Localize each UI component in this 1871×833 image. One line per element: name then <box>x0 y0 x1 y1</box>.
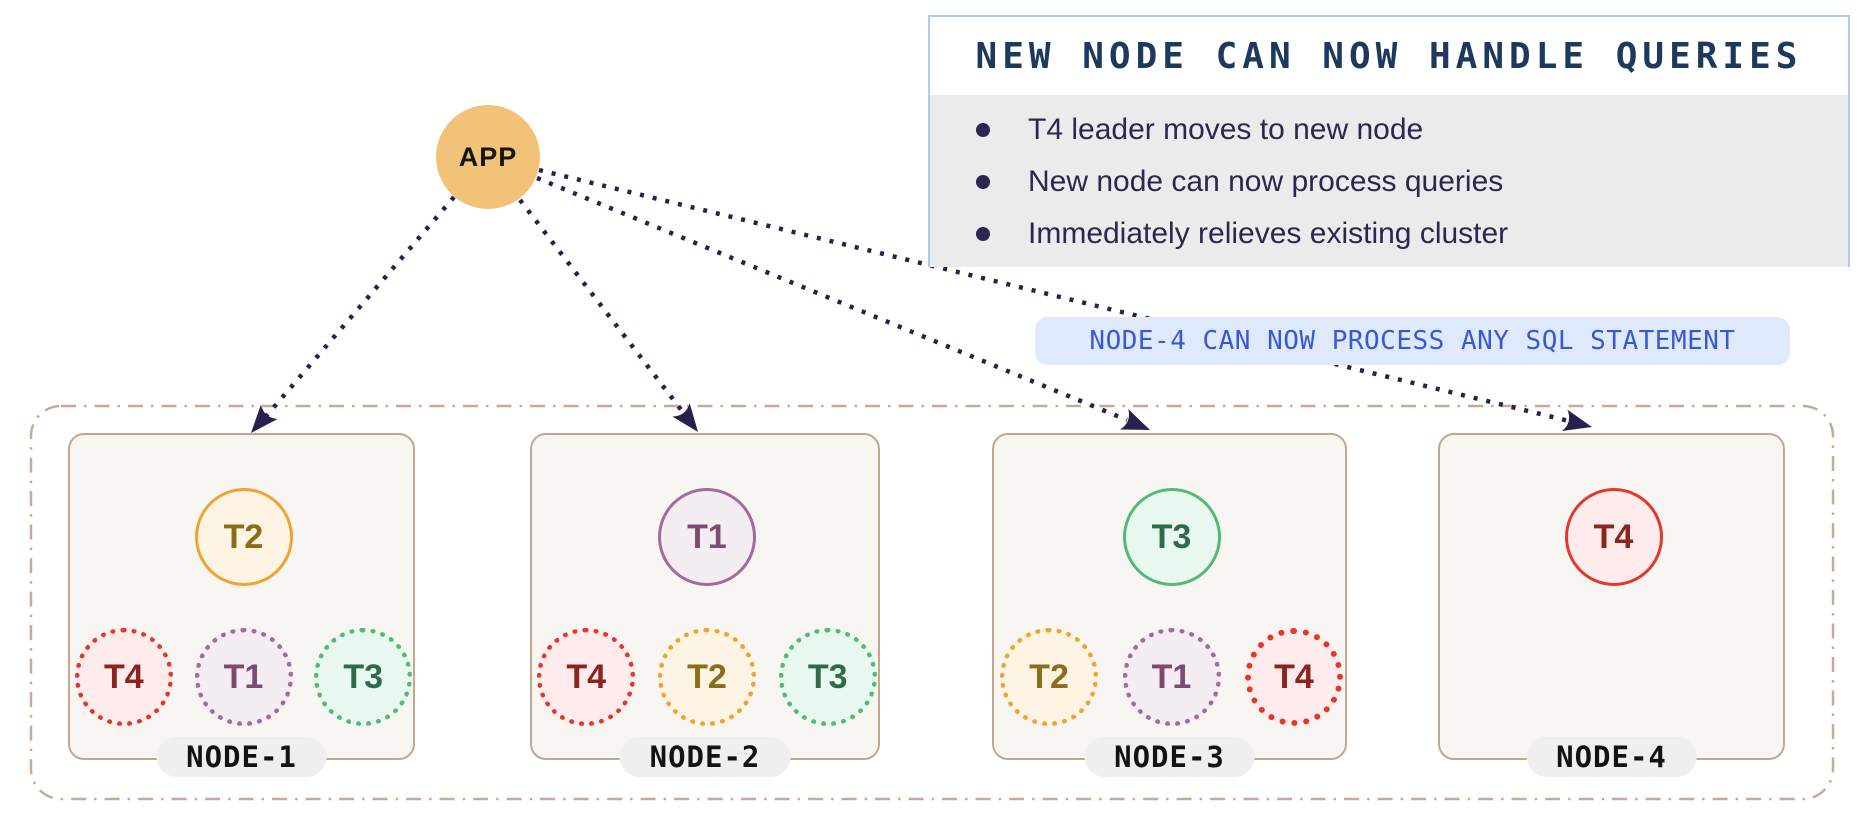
tablet-label: T1 <box>1151 657 1192 696</box>
app-node: APP <box>436 105 540 209</box>
follower-tablet-circle: T2 <box>1000 628 1099 726</box>
tablet-label: T2 <box>687 657 727 696</box>
tablet-label: T1 <box>687 517 727 556</box>
leader-tablet-circle: T4 <box>1564 488 1663 586</box>
leader-tablet-circle: T2 <box>194 488 293 586</box>
tablet-label: T3 <box>807 657 848 696</box>
bullet-dot-icon <box>976 227 990 241</box>
follower-tablet-circle: T3 <box>314 628 413 726</box>
follower-tablet-circle: T4 <box>1244 628 1343 726</box>
tablet-label: T4 <box>566 657 607 696</box>
info-bullet-text: Immediately relieves existing cluster <box>1028 217 1509 250</box>
follower-tablet-circle: T4 <box>537 628 636 726</box>
tablet-label: T2 <box>1029 657 1069 696</box>
tablet-label: T4 <box>103 657 144 696</box>
bullet-dot-icon <box>976 175 990 189</box>
info-bullet-text: T4 leader moves to new node <box>1028 113 1424 146</box>
info-box: NEW NODE CAN NOW HANDLE QUERIES T4 leade… <box>928 15 1850 267</box>
info-box-title: NEW NODE CAN NOW HANDLE QUERIES <box>975 35 1803 77</box>
tablet-label: T3 <box>1151 517 1192 556</box>
info-box-bullets: T4 leader moves to new node New node can… <box>930 95 1848 267</box>
follower-tablet-circle: T1 <box>194 628 293 726</box>
leader-tablet-circle: T1 <box>658 488 756 586</box>
node-label: NODE-3 <box>1084 737 1255 777</box>
tablet-label: T3 <box>343 657 384 696</box>
info-bullet: Immediately relieves existing cluster <box>976 208 1848 260</box>
tablet-label: T2 <box>223 517 264 556</box>
tablet-label: T4 <box>1593 517 1634 556</box>
node4-callout: NODE-4 CAN NOW PROCESS ANY SQL STATEMENT <box>1035 317 1790 365</box>
tablet-label: T4 <box>1274 657 1314 696</box>
app-label: APP <box>458 141 518 172</box>
tablet-label: T1 <box>223 657 264 696</box>
info-bullet: T4 leader moves to new node <box>976 104 1848 156</box>
bullet-dot-icon <box>976 123 990 137</box>
follower-tablet-circle: T3 <box>778 628 877 726</box>
node-label: NODE-4 <box>1526 737 1697 777</box>
follower-tablet-circle: T1 <box>1122 628 1221 726</box>
follower-tablet-circle: T2 <box>658 628 756 726</box>
node-label: NODE-2 <box>619 737 791 777</box>
info-bullet: New node can now process queries <box>976 156 1848 208</box>
info-bullet-text: New node can now process queries <box>1028 165 1504 198</box>
node-label: NODE-1 <box>156 737 327 777</box>
follower-tablet-circle: T4 <box>74 628 173 726</box>
leader-tablet-circle: T3 <box>1122 488 1221 586</box>
